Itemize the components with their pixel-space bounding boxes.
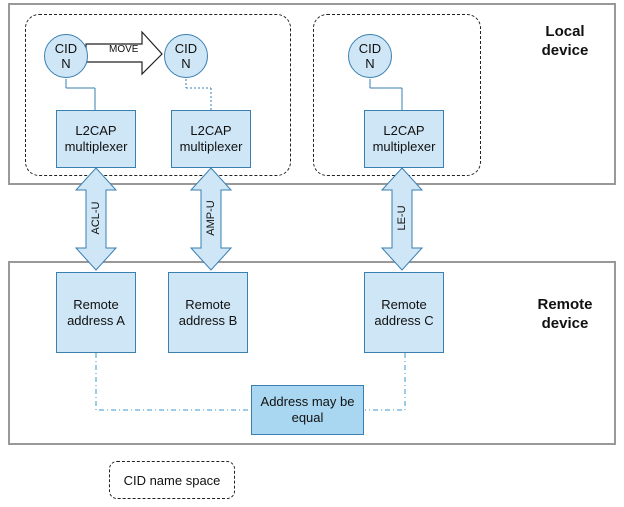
remote-device-label: Remote device [518, 295, 612, 333]
l2cap-3-line1: L2CAP [383, 123, 425, 138]
cid-circle-1: CID N [44, 34, 88, 78]
cid-circle-1-line1: CID [54, 41, 78, 56]
remote-a-line1: Remote [73, 296, 119, 312]
cid-circle-3-line1: CID [358, 41, 382, 56]
local-device-label-line1: Local [545, 23, 585, 40]
address-a-dashdot [95, 353, 252, 411]
remote-c-line1: Remote [381, 296, 427, 312]
legend-label: CID name space [123, 472, 221, 488]
legend-cid-namespace: CID name space [109, 461, 235, 499]
cid-circle-2-line1: CID [174, 41, 198, 56]
cid-circle-2: CID N [164, 34, 208, 78]
amp-u-arrow [189, 167, 233, 271]
cid-circle-2-line2: N [181, 56, 191, 71]
l2cap-2-line1: L2CAP [190, 123, 232, 138]
l2cap-1-line2: multiplexer [64, 139, 128, 154]
cid-circle-1-line2: N [61, 56, 71, 71]
address-c-dashdot [365, 353, 406, 411]
move-label: MOVE [109, 44, 139, 55]
local-device-label: Local device [520, 22, 610, 60]
link-label-le-u: LE-U [396, 205, 408, 231]
cid-circle-3: CID N [348, 34, 392, 78]
acl-u-arrow [74, 167, 118, 271]
note-line2: equal [291, 410, 324, 425]
cid-namespace-group-1 [25, 14, 291, 176]
le-u-arrow [380, 167, 424, 271]
l2cap-2-line2: multiplexer [179, 139, 243, 154]
link-label-amp-u: AMP-U [205, 200, 217, 236]
local-device-label-line2: device [541, 42, 589, 59]
remote-device-label-line1: Remote [537, 296, 593, 313]
remote-a-line2: address A [67, 312, 125, 328]
remote-device-label-line2: device [541, 315, 589, 332]
note-line1: Address may be [260, 394, 355, 409]
remote-c-line2: address C [374, 312, 434, 328]
l2cap-3-line2: multiplexer [372, 139, 436, 154]
l2cap-1-line1: L2CAP [75, 123, 117, 138]
link-label-acl-u: ACL-U [90, 201, 102, 235]
move-arrow [85, 30, 163, 76]
remote-b-line1: Remote [185, 296, 231, 312]
remote-b-line2: address B [178, 312, 238, 328]
cid-circle-3-line2: N [365, 56, 375, 71]
